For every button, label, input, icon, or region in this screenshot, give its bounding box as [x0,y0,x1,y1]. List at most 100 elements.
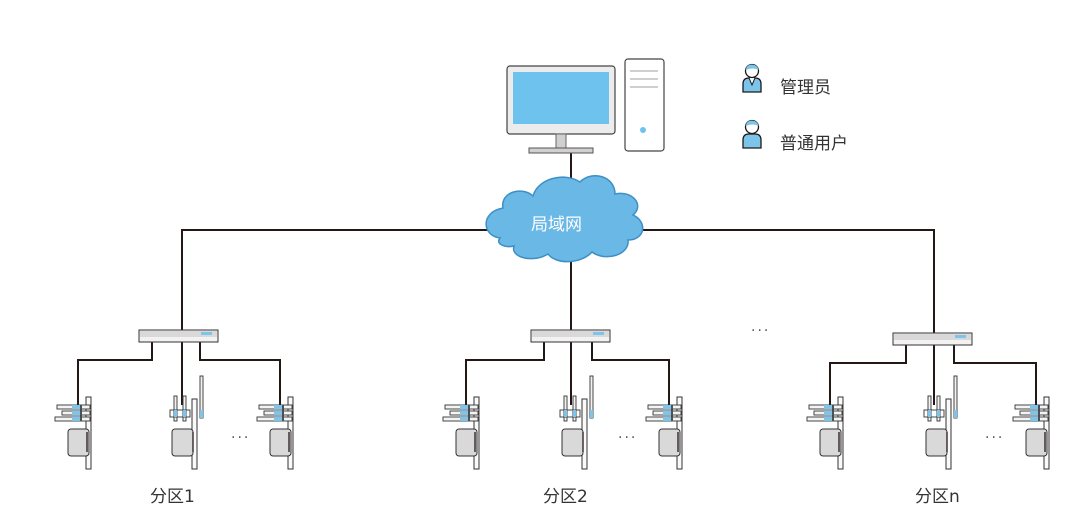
connector-tip-0 [460,405,470,409]
partition-2 [442,329,683,470]
connector-tip-2 [824,417,834,421]
connector-tip-1 [460,411,470,415]
clamp-blue-1 [174,410,177,417]
clamp-blue-1 [564,410,567,417]
connector-tip-1 [72,411,82,415]
clamp-blue-2 [183,410,186,417]
antenna-blue [200,410,203,418]
connector-tip-1 [1030,411,1040,415]
clamp [923,409,945,418]
normal-user-icon [742,119,762,149]
pc-tower [624,58,665,152]
partition-n [806,332,1050,470]
clamp-blue-1 [928,410,931,417]
access-box [925,428,948,457]
switch-led [201,332,212,335]
connector-tip-0 [663,405,673,409]
clamp-blue-2 [573,410,576,417]
controller-device-1 [806,396,844,470]
partition-n-label: 分区n [915,487,960,507]
connector-tip-2 [274,417,284,421]
clamp [169,409,191,418]
antenna-left [927,395,932,422]
controller-box [819,428,842,457]
antenna-mid [936,395,941,422]
clamp-blue-2 [937,410,940,417]
between-partitions-ellipsis: ··· [751,323,771,339]
person-body [742,133,762,149]
connector-tip-2 [1030,417,1040,421]
cloud-to-partition-n-line [640,229,935,334]
controller-device-1 [442,396,480,470]
network-switch-icon [138,329,219,343]
switch-to-device-1-line [465,342,545,405]
controller-device-3 [1012,396,1050,470]
cloud-to-partition-1-line [181,229,500,332]
antenna-left [173,395,178,422]
switch-panel [532,331,609,337]
partition-2-label: 分区2 [543,487,588,507]
partition-2-device-ellipsis: ··· [618,430,638,446]
connector-tip-2 [72,417,82,421]
controller-box [658,428,681,457]
access-box [561,428,584,457]
connector-tip-1 [824,411,834,415]
switch-panel [140,331,217,337]
connector-tip-2 [663,417,673,421]
switch-to-device-3-line [591,342,670,405]
clamp [559,409,581,418]
partition-n-device-ellipsis: ··· [985,430,1005,446]
switch-led [955,335,966,338]
controller-box [455,428,478,457]
connector-tip-1 [663,411,673,415]
access-box [171,428,194,457]
monitor-neck [555,133,567,149]
person-collar [748,77,756,87]
legend-icons [742,63,762,149]
partitions [54,329,1050,470]
partition-1-device-ellipsis: ··· [231,430,251,446]
connector-tip-1 [274,411,284,415]
controller-device-3 [645,396,683,470]
switch-panel [894,334,971,340]
controller-box [1025,428,1048,457]
controller-device-1 [54,396,92,470]
connector-tip-2 [460,417,470,421]
network-switch-icon [530,329,611,343]
desktop-computer-icon [506,58,665,154]
access-device-2 [169,375,204,470]
connector-tip-0 [72,405,82,409]
legend-admin-label: 管理员 [780,78,831,98]
antenna-mid [572,395,577,422]
switch-to-device-3-line [199,342,281,405]
network-switch-icon [892,332,973,346]
switch-to-device-1-line [77,342,153,405]
connector-tip-0 [1030,405,1040,409]
connector-tip-0 [274,405,284,409]
power-light [640,127,646,133]
partition-1-label: 分区1 [150,487,195,507]
switch-to-device-1-line [829,345,907,405]
person-hair [745,120,759,126]
connector-tip-0 [824,405,834,409]
lan-cloud-icon [485,175,644,263]
controller-box [67,428,90,457]
switch-to-device-3-line [953,345,1037,405]
antenna-blue [590,410,593,418]
controller-device-3 [256,396,294,470]
antenna-mid [182,395,187,422]
monitor-base [528,147,594,154]
legend-user-label: 普通用户 [780,134,848,154]
access-device-2 [923,375,958,470]
antenna-left [563,395,568,422]
switch-led [593,332,604,335]
monitor-screen [513,72,609,124]
access-device-2 [559,375,594,470]
partition-1 [54,329,294,470]
lan-label: 局域网 [531,215,582,235]
cloud-shape [485,175,644,263]
controller-box [269,428,292,457]
admin-user-icon [742,63,762,93]
person-hair [745,64,759,70]
